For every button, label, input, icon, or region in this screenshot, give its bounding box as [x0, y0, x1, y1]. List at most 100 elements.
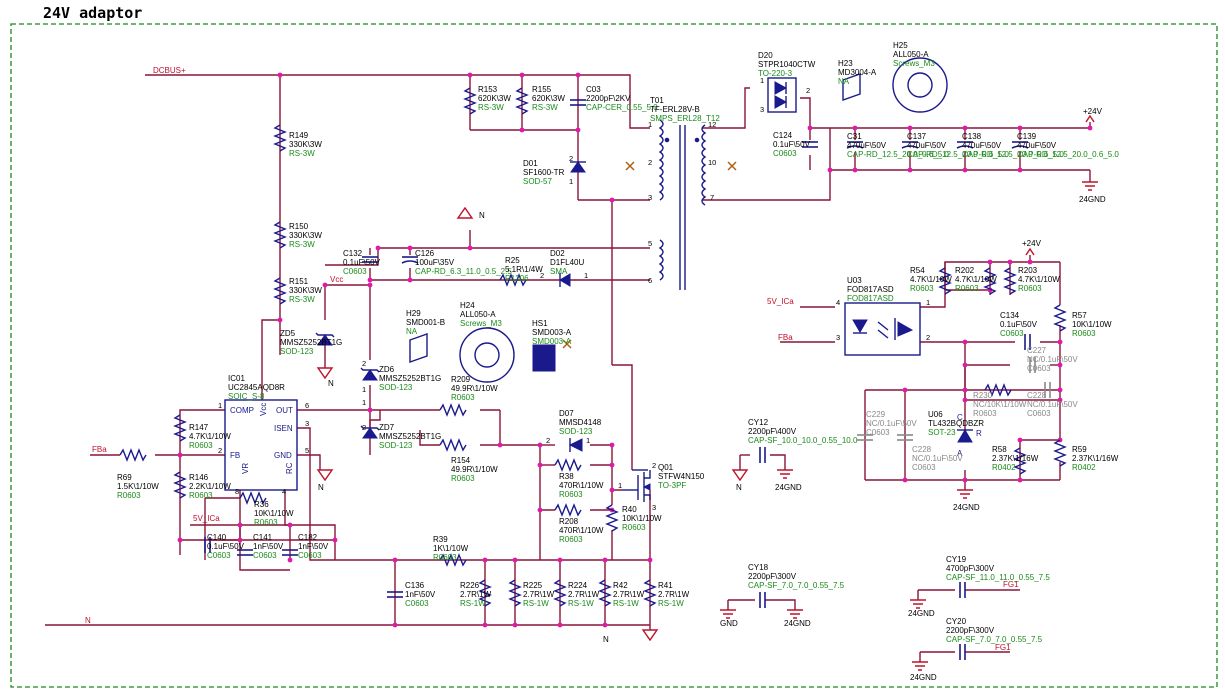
pkg-R58: R0402	[992, 463, 1016, 472]
zener-ZD5[interactable]	[315, 332, 335, 346]
resistor-R151[interactable]	[273, 277, 287, 305]
capacitor-CY18[interactable]	[759, 592, 766, 608]
capacitor-C124[interactable]	[802, 141, 818, 148]
diode-D07[interactable]	[568, 438, 583, 452]
screw-H24[interactable]	[459, 327, 515, 383]
resistor-R39[interactable]	[439, 553, 467, 567]
diode-D20[interactable]	[767, 77, 797, 113]
ref-C138: C138	[962, 132, 982, 141]
value-C139: 470uF\50V	[1017, 141, 1057, 150]
resistor-R147[interactable]	[173, 414, 187, 442]
ic-pin-out: OUT	[276, 406, 293, 415]
resistor-R149[interactable]	[273, 124, 287, 152]
resistor-R226[interactable]	[478, 579, 492, 607]
zener-ZD7[interactable]	[360, 425, 380, 439]
capacitor-C229[interactable]	[857, 434, 873, 441]
pkg-IC01: SOIC_S-8	[228, 392, 265, 401]
resistor-R208[interactable]	[554, 503, 582, 517]
zener-ZD6[interactable]	[360, 367, 380, 381]
resistor-R38[interactable]	[554, 458, 582, 472]
capacitor-C136[interactable]	[387, 591, 403, 598]
resistor-R150[interactable]	[273, 221, 287, 249]
capacitor-C03[interactable]	[570, 99, 586, 106]
capacitor-C31[interactable]	[846, 141, 864, 149]
resistor-R203[interactable]	[1003, 267, 1017, 295]
capacitor-CY12[interactable]	[759, 447, 766, 463]
ic-pin-fb: FB	[230, 451, 240, 460]
resistor-R153[interactable]	[463, 87, 477, 115]
resistor-R42[interactable]	[598, 579, 612, 607]
ic-pin-comp: COMP	[230, 406, 254, 415]
resistor-R155[interactable]	[515, 87, 529, 115]
capacitor-C138[interactable]	[956, 141, 974, 149]
resistor-R57[interactable]	[1053, 304, 1067, 332]
resistor-R25[interactable]	[499, 273, 527, 287]
optocoupler-U03[interactable]	[844, 302, 921, 356]
resistor-R146[interactable]	[173, 471, 187, 499]
screw-H25[interactable]	[892, 57, 948, 113]
capacitor-C134[interactable]	[1024, 334, 1031, 350]
capacitor-CY20[interactable]	[959, 644, 966, 660]
ref-C132: C132	[343, 249, 363, 258]
resistor-R154[interactable]	[439, 438, 467, 452]
value-R38: 470R\1/10W	[559, 481, 604, 490]
capacitor-C182[interactable]	[282, 549, 298, 556]
capacitor-C228b[interactable]	[1044, 382, 1051, 398]
svg-text:3: 3	[760, 105, 764, 114]
capacitor-C137[interactable]	[901, 141, 919, 149]
resistor-R41[interactable]	[643, 579, 657, 607]
capacitor-C141[interactable]	[237, 549, 253, 556]
value-HS1: SMD003-A	[532, 328, 572, 337]
value-CY18: 2200pF\300V	[748, 572, 797, 581]
transformer-T01[interactable]	[658, 119, 707, 290]
capacitor-C132[interactable]	[362, 256, 378, 263]
capacitor-C228[interactable]	[897, 434, 913, 441]
resistor-R224[interactable]	[553, 579, 567, 607]
capacitor-C140[interactable]	[204, 537, 211, 553]
value-R150: 330K\3W	[289, 231, 322, 240]
capacitor-C227[interactable]	[1029, 357, 1036, 373]
heatsink-H23[interactable]	[842, 73, 861, 101]
ref-R42: R42	[613, 581, 628, 590]
value-R58: 2.37K\1/16W	[992, 454, 1039, 463]
heatsink-HS1[interactable]	[532, 344, 556, 372]
resistor-R59[interactable]	[1053, 439, 1067, 467]
pkg-C140: C0603	[207, 551, 231, 560]
u06-pin-r: R	[976, 429, 982, 438]
value-H25: ALL050-A	[893, 50, 929, 59]
svg-text:2: 2	[546, 436, 550, 445]
mosfet-Q01[interactable]	[622, 469, 651, 502]
capacitor-C139[interactable]	[1011, 141, 1029, 149]
resistor-R54[interactable]	[938, 267, 952, 295]
svg-text:8: 8	[235, 487, 239, 496]
resistor-R225[interactable]	[508, 579, 522, 607]
resistor-R69[interactable]	[119, 448, 147, 462]
diode-D01[interactable]	[570, 161, 586, 173]
svg-text:1: 1	[362, 398, 366, 407]
svg-text:2: 2	[362, 359, 366, 368]
pkg-C182: C0603	[298, 551, 322, 560]
capacitor-C126[interactable]	[401, 256, 419, 264]
value-R224: 2.7R\1W	[568, 590, 600, 599]
diode-D02[interactable]	[559, 273, 571, 287]
value-CY19: 4700pF\300V	[946, 564, 995, 573]
shunt-ref-U06[interactable]	[957, 429, 973, 443]
heatsink-H29[interactable]	[409, 333, 428, 363]
ref-C136: C136	[405, 581, 425, 590]
resistor-R36[interactable]	[239, 491, 267, 505]
resistor-R58[interactable]	[1013, 447, 1027, 475]
net-24gnd-cy18: 24GND	[784, 619, 811, 628]
resistor-R202[interactable]	[983, 267, 997, 295]
resistor-R209[interactable]	[439, 403, 467, 417]
capacitor-CY19[interactable]	[959, 582, 966, 598]
ic-IC01[interactable]	[224, 399, 298, 491]
resistor-R40[interactable]	[605, 504, 619, 532]
resistor-R230[interactable]	[984, 383, 1012, 397]
net-5v-opto: 5V_ICa	[767, 297, 794, 306]
value-C141: 1nF\50V	[253, 542, 284, 551]
